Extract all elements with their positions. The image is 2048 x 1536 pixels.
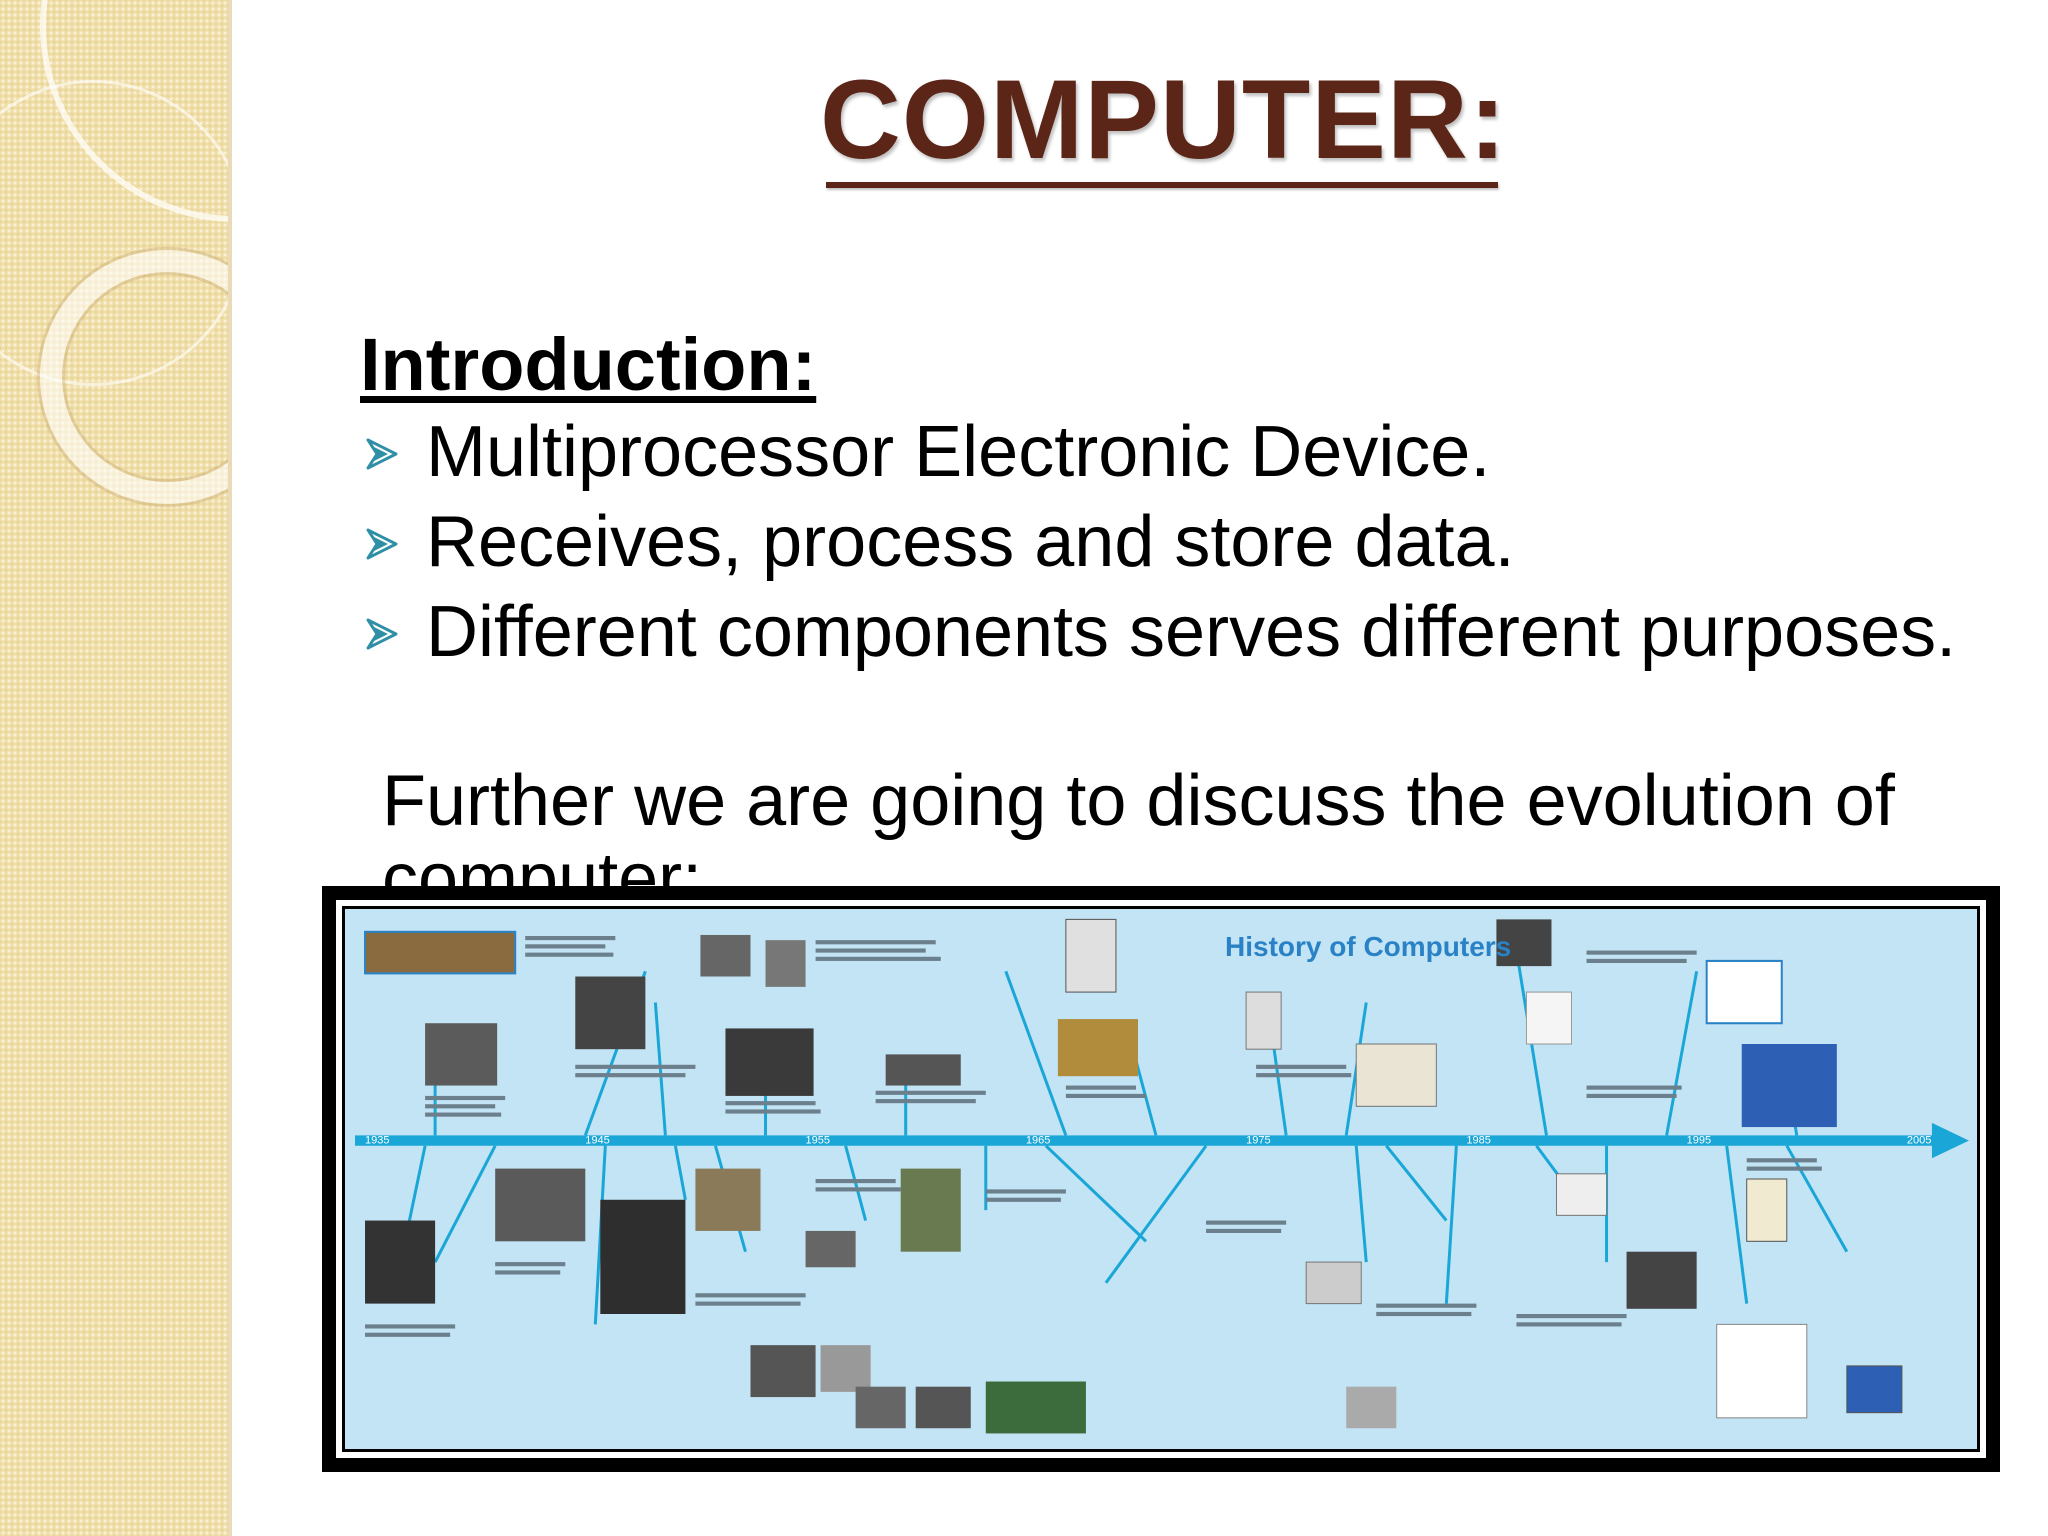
arrow-bullet-icon	[366, 618, 398, 650]
timeline-year-label: 1955	[806, 1135, 831, 1147]
timeline-year-label: 1965	[1026, 1135, 1051, 1147]
frame-inner: 1935 1945 1955 1965 1975 1985 1995 2005 History…	[336, 900, 1986, 1458]
timeline-year-label: 1985	[1466, 1135, 1491, 1147]
timeline-axis	[355, 1135, 1937, 1146]
strip-edge	[228, 0, 232, 1536]
bullet-text: Different components serves different pu…	[426, 592, 1957, 672]
frame-inner-border: 1935 1945 1955 1965 1975 1985 1995 2005 History…	[342, 906, 1980, 1452]
timeline-year-label: 1995	[1687, 1135, 1712, 1147]
history-of-computers-image: 1935 1945 1955 1965 1975 1985 1995 2005 History…	[345, 909, 1977, 1449]
bullet-item: Different components serves different pu…	[360, 594, 2010, 670]
bullet-item: Receives, process and store data.	[360, 504, 2010, 580]
intro-heading: Introduction:	[360, 323, 817, 406]
timeline-captions	[365, 936, 1822, 1337]
slide-title: COMPUTER:	[820, 57, 1508, 182]
timeline-year-label: 2005	[1907, 1135, 1932, 1147]
timeline-arrowhead	[1931, 1122, 1969, 1159]
bullet-list: Multiprocessor Electronic Device. Receiv…	[360, 414, 2010, 684]
timeline-year-label: 1935	[365, 1135, 390, 1147]
decorative-side-strip	[0, 0, 228, 1536]
timeline-photos	[364, 918, 1903, 1434]
timeline-image-frame: 1935 1945 1955 1965 1975 1985 1995 2005 History…	[322, 886, 2000, 1472]
timeline-title: History of Computers	[1225, 931, 1512, 962]
timeline-graphic: 1935 1945 1955 1965 1975 1985 1995 2005	[355, 918, 1969, 1434]
timeline-year-labels: 1935 1945 1955 1965 1975 1985 1995 2005	[365, 1135, 1931, 1147]
bullet-text: Multiprocessor Electronic Device.	[426, 412, 1491, 492]
arrow-bullet-icon	[366, 528, 398, 560]
timeline-year-label: 1945	[585, 1135, 610, 1147]
bullet-item: Multiprocessor Electronic Device.	[360, 414, 2010, 490]
bullet-text: Receives, process and store data.	[426, 502, 1515, 582]
arrow-bullet-icon	[366, 438, 398, 470]
timeline-year-label: 1975	[1246, 1135, 1271, 1147]
title-underline	[826, 182, 1498, 188]
